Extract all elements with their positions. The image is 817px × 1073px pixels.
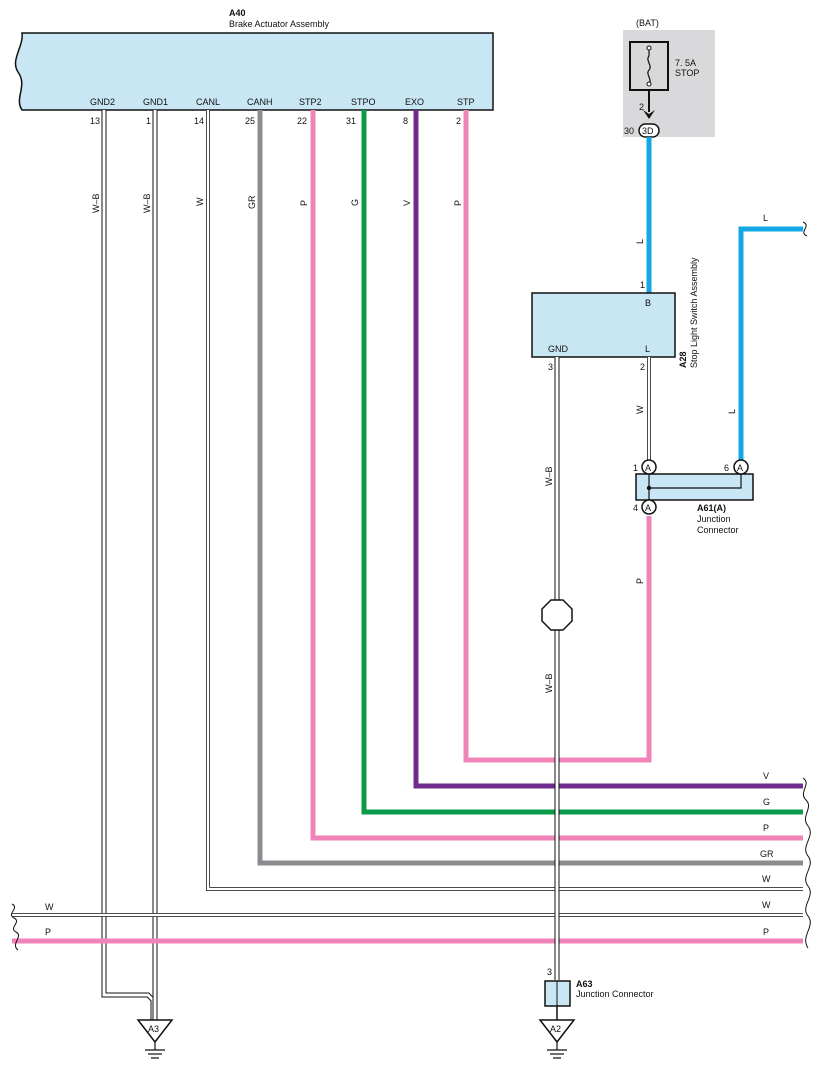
a61-pin1-letter: A bbox=[645, 463, 651, 473]
a61-pin4-connector bbox=[641, 499, 657, 515]
ground-a2 bbox=[538, 1019, 576, 1059]
a61-name-1: Junction bbox=[697, 514, 731, 524]
a28-label-l: L bbox=[645, 344, 650, 354]
a28-label-b: B bbox=[645, 298, 651, 308]
terminal-stp2: STP2 bbox=[299, 97, 322, 107]
label-stp-wire: P bbox=[453, 200, 463, 206]
right-label-v: V bbox=[763, 771, 769, 781]
right-label-p2: P bbox=[763, 927, 769, 937]
left-wire-w-label: W bbox=[45, 902, 54, 912]
a61-pin6-letter: A bbox=[737, 463, 743, 473]
pin-31: 31 bbox=[346, 116, 356, 126]
fuse-connector-code: 3D bbox=[642, 126, 654, 136]
stop-light-switch-box bbox=[531, 292, 676, 358]
terminal-exo: EXO bbox=[405, 97, 424, 107]
label-gnd1-wire: W–B bbox=[142, 193, 152, 213]
a61-name-2: Connector bbox=[697, 525, 739, 535]
label-canl-wire: W bbox=[195, 197, 205, 206]
right-label-p1: P bbox=[763, 823, 769, 833]
wire-wb-a28-label: W–B bbox=[544, 466, 554, 486]
wire-w-a28-label: W bbox=[635, 405, 645, 414]
brake-actuator-box bbox=[14, 32, 494, 111]
right-break-mark bbox=[802, 777, 811, 949]
fuse-pin-2: 2 bbox=[639, 102, 644, 112]
brake-actuator-code: A40 bbox=[229, 8, 246, 18]
pin-1: 1 bbox=[146, 116, 151, 126]
splice-octagon bbox=[541, 599, 573, 631]
terminal-canl: CANL bbox=[196, 97, 220, 107]
wire-p-stp2 bbox=[310, 110, 803, 841]
ground-a2-label: A2 bbox=[550, 1024, 561, 1034]
label-stp2-wire: P bbox=[299, 200, 309, 206]
junction-a61-box bbox=[635, 473, 754, 501]
fuse-rating: 7. 5A bbox=[675, 58, 696, 68]
a61-pin4: 4 bbox=[633, 503, 638, 513]
terminal-stpo: STPO bbox=[351, 97, 376, 107]
wire-wb-a63-label: W–B bbox=[544, 673, 554, 693]
a28-code: A28 bbox=[678, 351, 688, 368]
a63-code: A63 bbox=[576, 979, 593, 989]
terminal-stp: STP bbox=[457, 97, 475, 107]
label-exo-wire: V bbox=[402, 200, 412, 206]
a61-code: A61(A) bbox=[697, 503, 726, 513]
pin-14: 14 bbox=[194, 116, 204, 126]
a63-pin: 3 bbox=[547, 967, 552, 977]
right-label-g: G bbox=[763, 797, 770, 807]
wire-g-stpo bbox=[361, 110, 803, 815]
wire-l-fuse-label: L bbox=[635, 239, 645, 244]
wire-v-exo bbox=[413, 110, 803, 789]
a28-label-gnd: GND bbox=[548, 344, 569, 354]
a61-pin1: 1 bbox=[633, 463, 638, 473]
right-label-gr: GR bbox=[760, 849, 774, 859]
fuse-source-label: (BAT) bbox=[636, 18, 659, 28]
terminal-canh: CANH bbox=[247, 97, 273, 107]
label-stpo-wire: G bbox=[350, 199, 360, 206]
wire-l-top-label: L bbox=[763, 213, 768, 223]
left-wire-p-label: P bbox=[45, 927, 51, 937]
fuse-connector-pin: 30 bbox=[624, 126, 634, 136]
a61-wire-p-label: P bbox=[635, 578, 645, 584]
label-canh-wire: GR bbox=[247, 195, 257, 209]
brake-actuator-name: Brake Actuator Assembly bbox=[229, 19, 330, 29]
pin-2: 2 bbox=[456, 116, 461, 126]
fuse-name: STOP bbox=[675, 68, 699, 78]
pin-13: 13 bbox=[90, 116, 100, 126]
fuse-arrow bbox=[643, 110, 655, 119]
label-gnd2-wire: W–B bbox=[91, 193, 101, 213]
a63-name: Junction Connector bbox=[576, 989, 654, 999]
pin-25: 25 bbox=[245, 116, 255, 126]
terminal-gnd2: GND2 bbox=[90, 97, 115, 107]
ground-a3 bbox=[136, 1019, 174, 1059]
ground-a3-label: A3 bbox=[148, 1024, 159, 1034]
terminal-gnd1: GND1 bbox=[143, 97, 168, 107]
a28-name: Stop Light Switch Assembly bbox=[689, 257, 699, 368]
a61-pin6-connector bbox=[733, 459, 749, 475]
a28-pin-l: 2 bbox=[640, 362, 645, 372]
pin-22: 22 bbox=[297, 116, 307, 126]
right-label-w2: W bbox=[762, 900, 771, 910]
a61-pin1-connector bbox=[641, 459, 657, 475]
a61-pin6: 6 bbox=[724, 463, 729, 473]
a28-pin-b: 1 bbox=[640, 280, 645, 290]
fuse-symbol bbox=[647, 48, 651, 85]
right-label-w1: W bbox=[762, 874, 771, 884]
a61-pin4-letter: A bbox=[645, 503, 651, 513]
pin-8: 8 bbox=[403, 116, 408, 126]
wire-wb-gnd2 bbox=[101, 110, 156, 1020]
wire-l-top-right bbox=[738, 226, 803, 462]
wire-gr-canh bbox=[257, 110, 803, 866]
a28-pin-gnd: 3 bbox=[548, 362, 553, 372]
wire-l-a61-label: L bbox=[727, 409, 737, 414]
